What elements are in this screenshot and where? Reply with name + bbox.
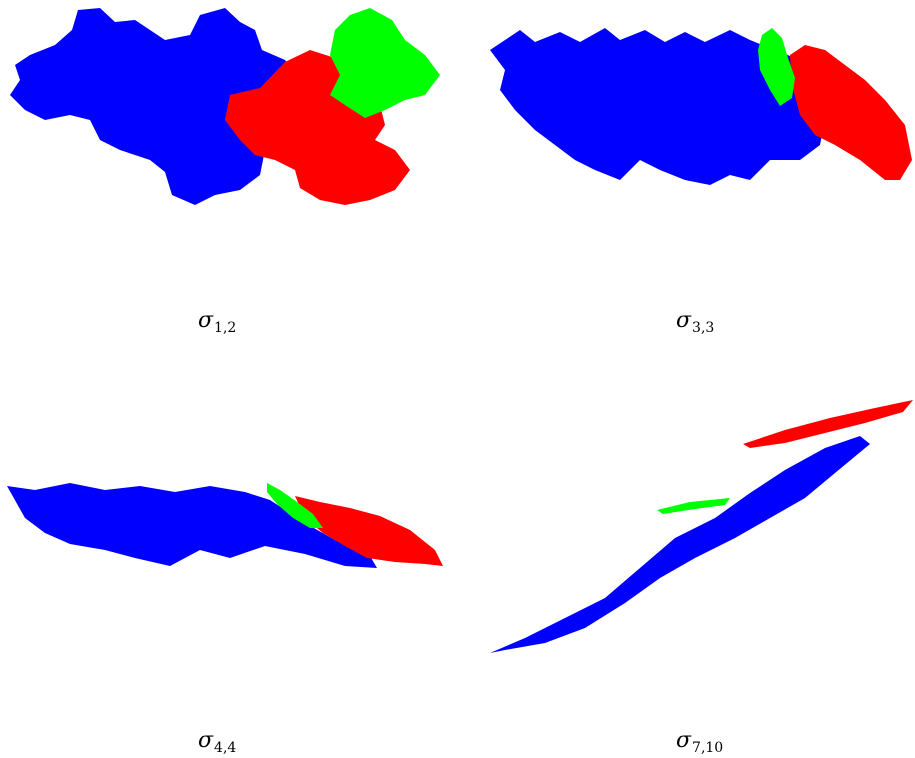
fractal-4-red-tile — [743, 400, 913, 448]
fractal-panel-2 — [480, 20, 915, 195]
fractal-3-red-tile — [295, 496, 443, 566]
fractal-2-red-tile — [790, 45, 912, 180]
fractal-panel-4 — [485, 398, 915, 656]
fractal-3-blue-tile — [7, 483, 377, 568]
caption-1-symbol: σ — [198, 308, 214, 333]
fractal-4-green-tile — [657, 498, 730, 514]
fractal-3-green-tile — [267, 483, 323, 528]
fractal-1-green-tile — [330, 8, 440, 118]
caption-sigma-3-3: σ3,3 — [676, 308, 714, 336]
fractal-panel-1 — [0, 0, 450, 215]
caption-sigma-1-2: σ1,2 — [198, 308, 236, 336]
fractal-panel-3 — [5, 478, 445, 573]
fractal-2-graphic — [490, 28, 912, 185]
caption-2-subscript: 3,3 — [692, 320, 715, 336]
fractal-3-graphic — [7, 483, 443, 568]
caption-1-subscript: 1,2 — [214, 320, 237, 336]
fractal-4-blue-tile — [490, 436, 870, 653]
fractal-1-red-tile — [225, 50, 410, 205]
caption-4-subscript: 7,10 — [692, 740, 724, 756]
caption-2-symbol: σ — [676, 308, 692, 333]
caption-sigma-4-4: σ4,4 — [198, 728, 236, 756]
fractal-2-green-tile — [758, 28, 795, 106]
fractal-1-blue-tile — [10, 8, 300, 205]
caption-3-subscript: 4,4 — [214, 740, 237, 756]
fractal-2-blue-tile — [490, 28, 825, 185]
caption-sigma-7-10: σ7,10 — [676, 728, 723, 756]
caption-3-symbol: σ — [198, 728, 214, 753]
fractal-4-graphic — [490, 400, 913, 653]
fractal-1-graphic — [10, 8, 440, 205]
caption-4-symbol: σ — [676, 728, 692, 753]
